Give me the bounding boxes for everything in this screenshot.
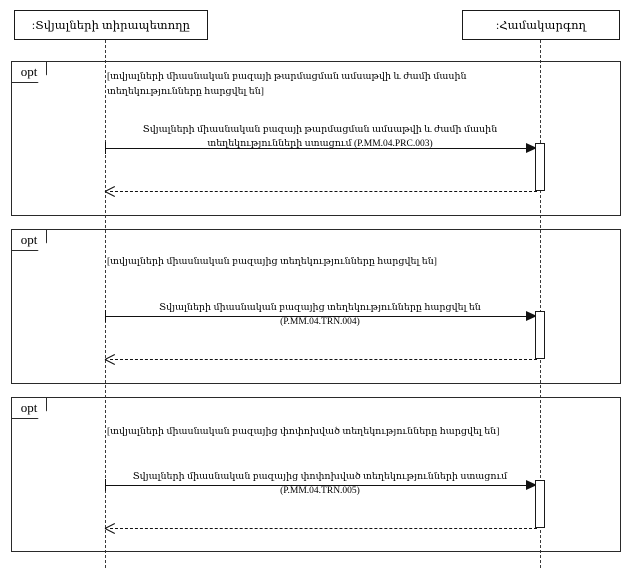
lifeline-coordinator: [540, 40, 541, 568]
return-3-line[interactable]: [110, 528, 537, 529]
activation-bar-1: [535, 143, 545, 191]
message-2-line[interactable]: [105, 316, 529, 317]
message-2-label: Տվյալների միասնական բազայից տեղեկություն…: [159, 303, 481, 327]
lifeline-head-owner-label: :Տվյալների տիրապետողը: [31, 20, 191, 32]
message-3-label: Տվյալների միասնական բազայից փոփոխված տեղ…: [132, 472, 508, 496]
return-2-arrowhead: [105, 354, 115, 364]
message-3-line[interactable]: [105, 485, 529, 486]
opt-fragment-1[interactable]: opt: [11, 61, 621, 216]
opt-fragment-1-operator: opt: [11, 61, 47, 83]
message-1-arrowhead: [526, 143, 537, 153]
opt-fragment-3-guard: [տվյալների միասնական բազայից փոփոխված տե…: [107, 427, 500, 437]
opt-fragment-1-guard: [տվյալների միասնական բազայի թարմացման ամ…: [107, 72, 467, 97]
opt-fragment-2[interactable]: opt: [11, 229, 621, 384]
opt-fragment-2-guard: [տվյալների միասնական բազայից տեղեկությու…: [107, 257, 437, 267]
lifeline-head-coordinator-label: :Համակարգող: [495, 20, 587, 32]
message-1-line[interactable]: [105, 148, 529, 149]
activation-bar-2: [535, 311, 545, 359]
activation-bar-3: [535, 480, 545, 528]
return-1-line[interactable]: [110, 191, 537, 192]
lifeline-head-owner[interactable]: :Տվյալների տիրապետողը: [14, 10, 208, 40]
lifeline-head-coordinator[interactable]: :Համակարգող: [462, 10, 620, 40]
return-1-arrowhead: [105, 186, 115, 196]
opt-fragment-3-operator: opt: [11, 397, 47, 419]
opt-fragment-2-operator: opt: [11, 229, 47, 251]
opt-fragment-3[interactable]: opt: [11, 397, 621, 552]
return-2-line[interactable]: [110, 359, 537, 360]
message-2-arrowhead: [526, 311, 537, 321]
lifeline-owner: [105, 40, 106, 568]
message-3-arrowhead: [526, 480, 537, 490]
message-1-label: Տվյալների միասնական բազայի թարմացման ամս…: [142, 125, 498, 149]
return-3-arrowhead: [105, 523, 115, 533]
